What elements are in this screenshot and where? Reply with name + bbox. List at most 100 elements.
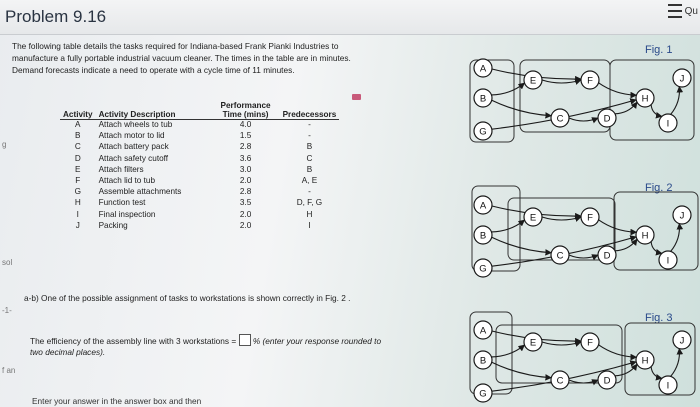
task-node [672, 68, 692, 88]
task-node [473, 258, 493, 278]
task-node-label: I [667, 256, 670, 267]
precedence-arrow [541, 340, 582, 347]
description-cell: Attach filters [98, 164, 144, 174]
question-menu-label: Qu [684, 5, 698, 17]
col-time: Performance Time (mins) [211, 101, 280, 120]
time-cell: 3.5 [239, 198, 252, 208]
task-node-label: E [530, 76, 536, 87]
description-cell: Assemble attachments [98, 187, 182, 197]
workstation-box [609, 59, 695, 141]
task-node [473, 58, 493, 78]
activity-cell: F [75, 175, 81, 185]
workstation-box [469, 59, 515, 143]
precedence-arrow [650, 104, 663, 119]
precedence-arrow [650, 241, 663, 256]
task-node-label: E [530, 213, 536, 224]
precedence-arrow [541, 78, 582, 85]
task-node-label: D [604, 114, 611, 125]
predecessor-cell: B [306, 164, 313, 174]
description-cell: Attach battery pack [98, 142, 169, 152]
predecessor-cell: C [306, 153, 313, 163]
flag-icon[interactable] [352, 94, 361, 100]
task-node [597, 370, 617, 390]
time-cell: 2.8 [239, 142, 252, 152]
task-node [580, 70, 600, 90]
description-cell: Attach lid to tub [98, 175, 156, 185]
activity-cell: D [74, 153, 81, 163]
task-node-label: G [479, 127, 486, 138]
left-edge-fragment: sol [2, 258, 13, 267]
fig-1-label: Fig. 1 [645, 44, 673, 56]
activity-cell: A [75, 120, 81, 129]
time-cell: 2.0 [239, 175, 252, 185]
task-node-label: H [642, 94, 649, 105]
question-menu-button[interactable]: Qu [667, 4, 698, 18]
precedence-arrow [568, 254, 599, 261]
problem-intro: The following table details the tasks re… [12, 41, 351, 75]
left-edge-fragment: g [2, 140, 7, 149]
left-edge-fragment: f an [2, 366, 16, 375]
task-node-label: H [642, 231, 649, 242]
description-cell: Function test [98, 198, 146, 208]
activity-cell: C [74, 142, 81, 152]
description-cell: Attach motor to lid [98, 131, 165, 141]
task-node-label: C [557, 376, 564, 387]
answer-line: The efficiency of the assembly line with… [30, 334, 390, 358]
precedence-arrow [598, 82, 638, 99]
precedence-arrow [491, 219, 526, 233]
time-cell: 3.6 [239, 153, 252, 163]
task-node [580, 332, 600, 352]
task-node [473, 383, 493, 403]
precedence-arrow [541, 215, 582, 222]
description-cell: Final inspection [98, 209, 156, 219]
precedence-arrow [491, 236, 552, 256]
task-node [672, 330, 692, 350]
precedence-arrow [491, 82, 526, 96]
predecessor-cell: - [308, 131, 311, 141]
task-node [550, 245, 570, 265]
precedence-arrow [491, 344, 526, 358]
task-node-label: I [667, 119, 670, 130]
activity-cell: J [75, 220, 80, 230]
precedence-arrow [614, 101, 638, 115]
precedence-arrow [568, 379, 599, 386]
task-node [550, 108, 570, 128]
task-node-label: B [480, 231, 486, 242]
task-node [635, 225, 655, 245]
workstation-box [624, 322, 696, 396]
page-title: Problem 9.16 [5, 7, 107, 26]
time-cell: 4.0 [239, 120, 252, 129]
predecessor-cell: H [306, 209, 313, 219]
question-text: a-b) One of the possible assignment of t… [24, 293, 351, 303]
activity-cell: B [75, 131, 81, 141]
task-node [473, 88, 493, 108]
precedence-arrow [670, 222, 684, 252]
task-node-label: A [480, 64, 487, 75]
task-node-label: D [604, 376, 611, 387]
task-node [473, 195, 493, 215]
task-node-label: J [680, 74, 685, 85]
task-node-label: E [530, 338, 536, 349]
task-node-label: A [480, 326, 487, 337]
col-description: Activity Description [95, 101, 212, 120]
fig-3-label: Fig. 3 [645, 312, 673, 324]
predecessor-cell: B [306, 142, 313, 152]
efficiency-input[interactable] [238, 334, 251, 346]
task-node-label: B [480, 94, 486, 105]
task-node [580, 207, 600, 227]
predecessor-cell: - [308, 120, 311, 129]
task-node-label: J [680, 336, 685, 347]
task-node [658, 250, 678, 270]
left-edge-fragment: -1- [2, 306, 12, 315]
col-activity: Activity [60, 101, 96, 120]
time-cell: 2.0 [239, 209, 252, 219]
precedence-arrow [670, 347, 684, 377]
description-cell: Packing [98, 220, 128, 230]
